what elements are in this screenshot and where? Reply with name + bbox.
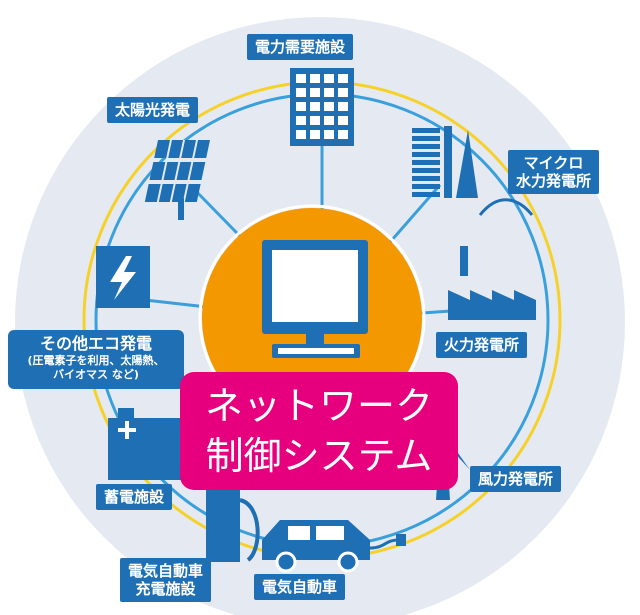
center-title-line1: ネットワーク xyxy=(204,384,433,428)
ev-charging-line1: 電気自動車 xyxy=(128,562,204,580)
label-electric-vehicle: 電気自動車 xyxy=(254,574,346,600)
other-eco-detail-2: バイオマス など) xyxy=(53,368,139,382)
label-solar-power: 太陽光発電 xyxy=(107,97,199,123)
network-control-system-box: ネットワーク 制御システム xyxy=(180,372,458,490)
micro-hydro-line2: 水力発電所 xyxy=(516,172,592,190)
computer-icon xyxy=(262,240,368,358)
label-storage-facility: 蓄電施設 xyxy=(96,484,173,510)
charging-station-icon xyxy=(206,482,260,562)
electric-car-icon xyxy=(262,520,406,573)
other-eco-detail-1: (圧電素子を利用、太陽熱、 xyxy=(27,354,165,367)
solar-panel-icon xyxy=(144,140,210,220)
label-ev-charging-facility: 電気自動車 充電施設 xyxy=(120,558,212,602)
label-micro-hydro: マイクロ 水力発電所 xyxy=(508,150,600,194)
ev-charging-line2: 充電施設 xyxy=(135,580,196,598)
label-power-demand-facility: 電力需要施設 xyxy=(247,34,354,60)
other-eco-title: その他エコ発電 xyxy=(39,334,152,353)
lightning-icon xyxy=(96,246,150,308)
label-other-eco-power: その他エコ発電 (圧電素子を利用、太陽熱、 バイオマス など) xyxy=(8,330,184,389)
label-wind-power: 風力発電所 xyxy=(470,466,562,492)
building-icon xyxy=(290,68,354,146)
center-title-line2: 制御システム xyxy=(205,434,433,478)
micro-hydro-line1: マイクロ xyxy=(523,154,584,172)
water-turbine-icon xyxy=(412,126,534,216)
label-thermal-power: 火力発電所 xyxy=(436,332,528,358)
factory-icon xyxy=(448,246,536,320)
